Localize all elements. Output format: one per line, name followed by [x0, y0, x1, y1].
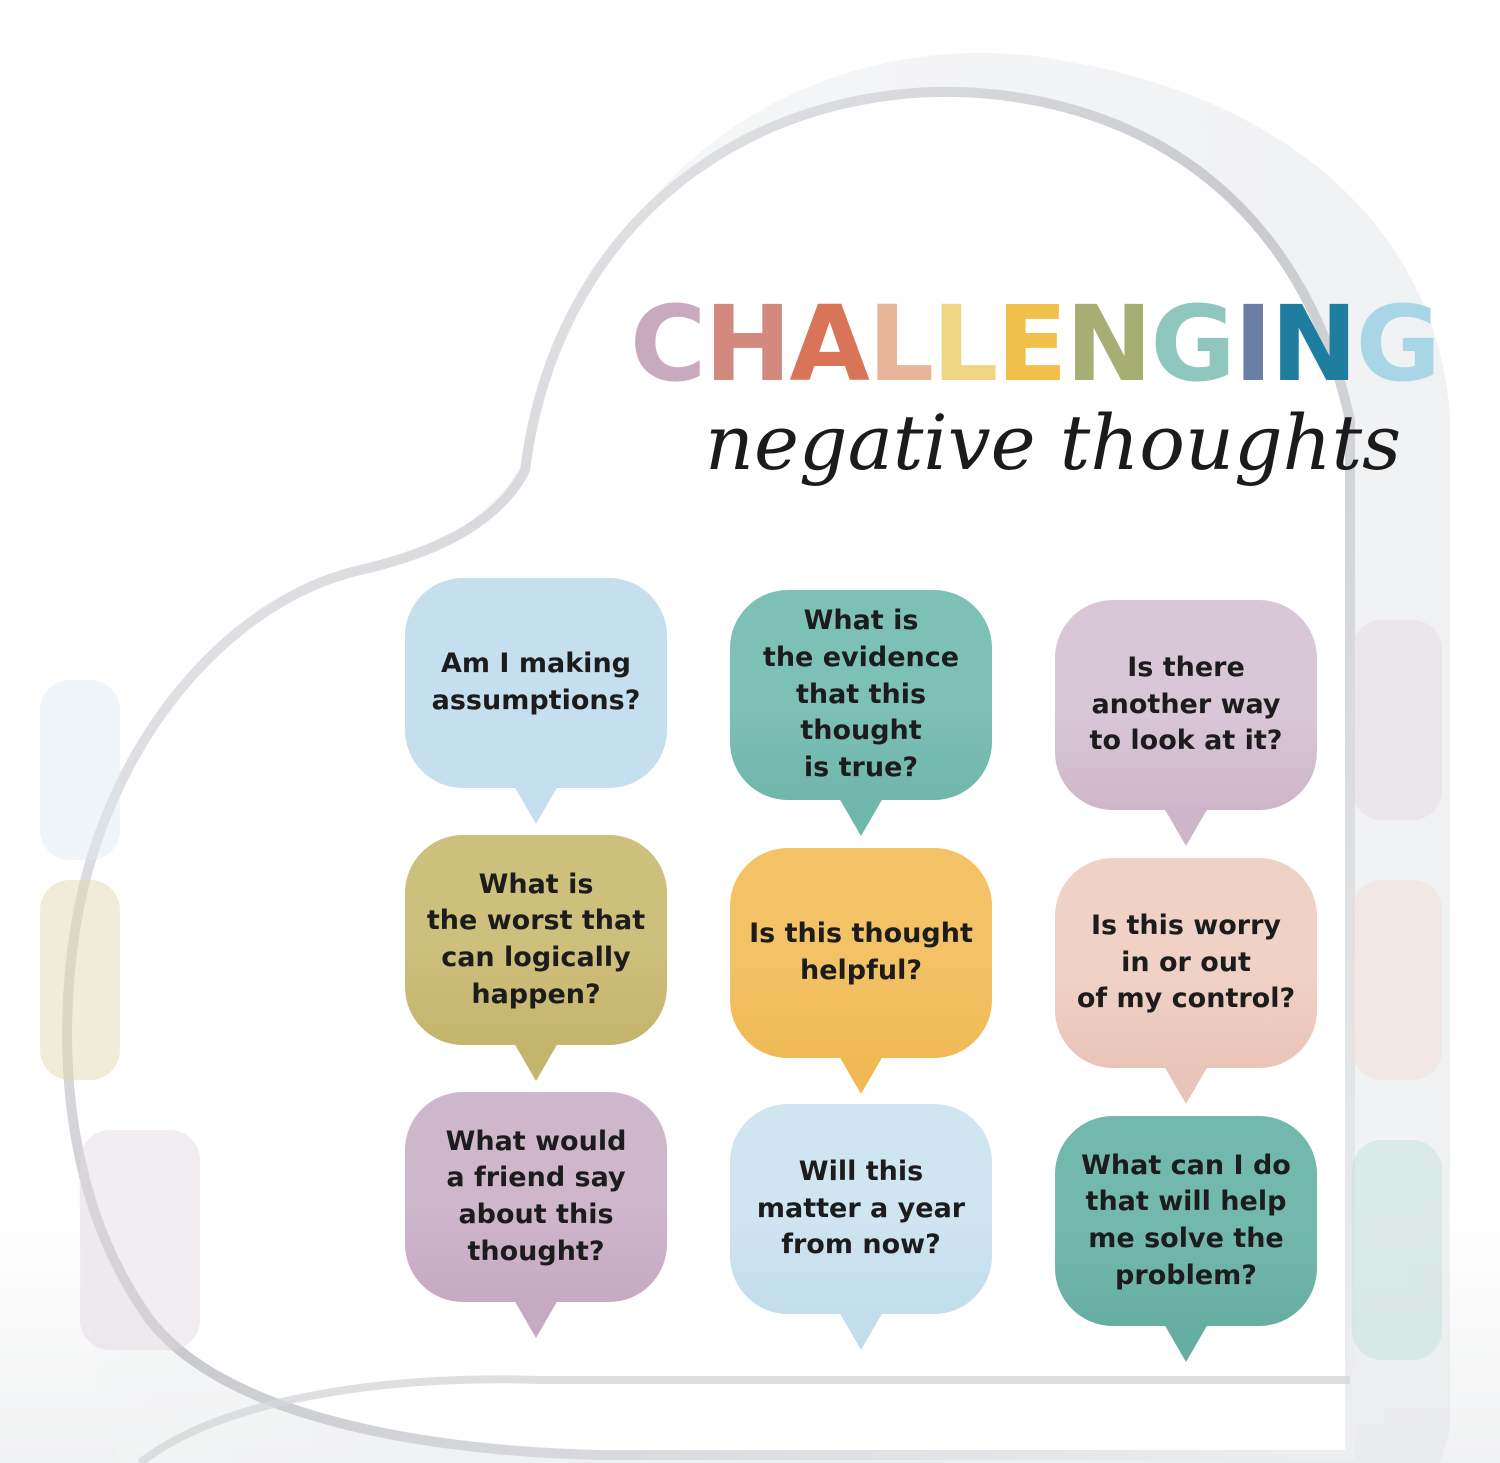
title-letter: A [789, 283, 869, 405]
subtitle-negative-thoughts: negative thoughts [705, 398, 1402, 487]
title-letter: G [1355, 283, 1441, 405]
question-bubble: Am I making assumptions? [405, 578, 667, 824]
question-text: What can I do that will help me solve th… [1081, 1149, 1291, 1291]
title-letter: N [1270, 283, 1358, 405]
question-bubble: What can I do that will help me solve th… [1055, 1116, 1317, 1362]
title-letter: I [1233, 283, 1273, 405]
question-text: Is this thought helpful? [749, 918, 973, 986]
title-letter: L [932, 283, 998, 405]
question-text: Will this matter a year from now? [756, 1155, 966, 1261]
title-letter: H [704, 283, 791, 405]
side-reflection-2 [1352, 880, 1442, 1080]
side-reflection-6 [80, 1130, 200, 1350]
question-text: What is the evidence that this thought i… [762, 605, 960, 784]
side-reflection-1 [1352, 620, 1442, 820]
side-reflection-5 [40, 880, 120, 1080]
floor-reflection [137, 1375, 1350, 1463]
question-bubble: Is this thought helpful? [730, 848, 992, 1094]
question-bubble: Is this worry in or out of my control? [1055, 858, 1317, 1104]
title-letter: G [1150, 283, 1236, 405]
title-letter: C [630, 283, 706, 405]
question-bubble: What is the worst that can logically hap… [405, 835, 667, 1081]
side-reflection-3 [1352, 1140, 1442, 1360]
side-reflection-4 [40, 680, 120, 860]
heart-front-face [62, 87, 1355, 1460]
title-letter: L [867, 283, 934, 405]
question-bubble: Is there another way to look at it? [1055, 600, 1317, 846]
question-text: Is there another way to look at it? [1089, 651, 1283, 757]
question-bubble: Will this matter a year from now? [730, 1104, 992, 1350]
question-bubble: What would a friend say about this thoug… [405, 1092, 667, 1338]
question-bubble: What is the evidence that this thought i… [730, 590, 992, 836]
title-letter: N [1065, 283, 1152, 405]
title-letter: E [996, 283, 1067, 405]
question-text: What would a friend say about this thoug… [445, 1125, 627, 1267]
question-text: Is this worry in or out of my control? [1076, 909, 1296, 1015]
question-text: Am I making assumptions? [431, 648, 641, 716]
question-text: What is the worst that can logically hap… [426, 868, 646, 1010]
title-challenging: CHALLENGING [630, 283, 1441, 405]
